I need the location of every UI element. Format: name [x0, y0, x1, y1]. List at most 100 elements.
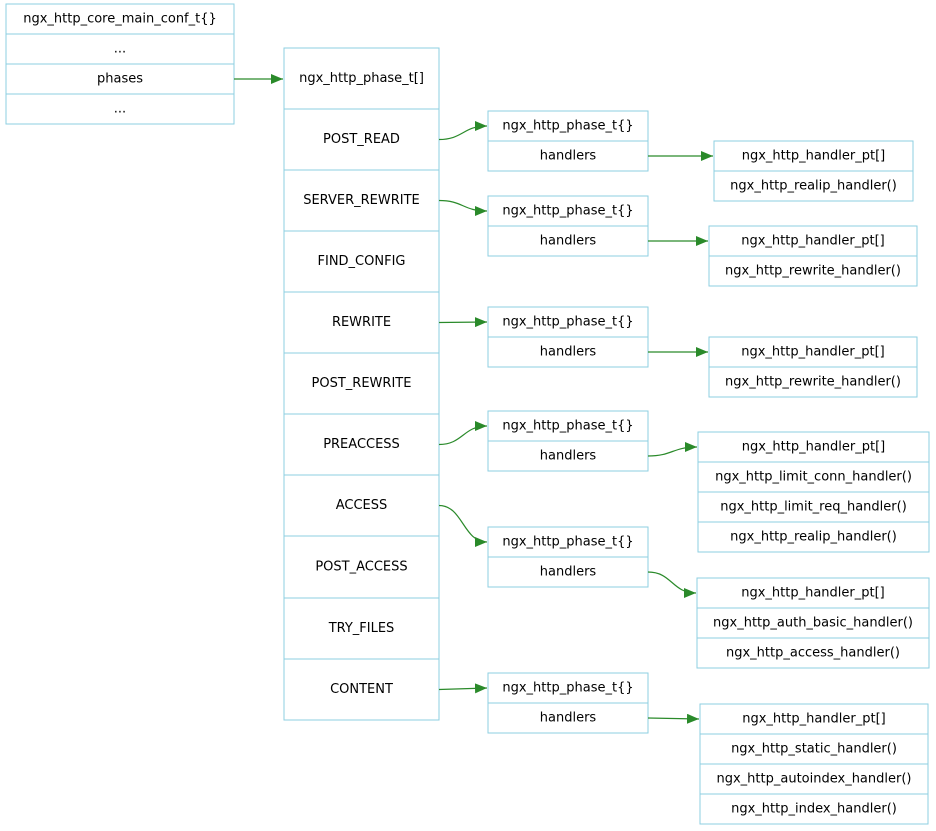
main-conf-record-cell: ... — [5, 33, 235, 65]
handler-array-record: ngx_http_handler_pt[] ngx_http_limit_conn… — [697, 431, 930, 553]
phase-struct-record-cell-label: handlers — [540, 449, 597, 464]
phase-struct-record-cell-label: handlers — [540, 345, 597, 360]
handler-array-record-cell: ngx_http_realip_handler() — [697, 521, 930, 553]
edge-arrow — [438, 683, 488, 694]
phase-struct-record-cell: handlers — [487, 556, 649, 588]
phase-struct-record-cell: handlers — [487, 702, 649, 734]
handler-array-record-cell-label: ngx_http_autoindex_handler() — [717, 772, 912, 787]
phase-struct-record-cell-label: ngx_http_phase_t{} — [502, 204, 633, 219]
phase-array-record-cell: POST_ACCESS — [283, 535, 440, 599]
handler-array-record-cell-label: ngx_http_limit_conn_handler() — [715, 470, 912, 485]
handler-array-record-cell: ngx_http_auth_basic_handler() — [696, 607, 930, 639]
edge-arrow — [647, 571, 697, 598]
phase-struct-record-cell-label: handlers — [540, 234, 597, 249]
phase-struct-record-cell: handlers — [487, 225, 649, 257]
handler-array-record-cell-label: ngx_http_handler_pt[] — [741, 586, 885, 601]
phase-struct-record-cell: ngx_http_phase_t{} — [487, 195, 649, 227]
main-conf-record-cell-label: ... — [114, 102, 126, 117]
main-conf-record-cell: phases — [5, 63, 235, 95]
edge-arrow — [438, 504, 488, 547]
handler-array-record: ngx_http_handler_pt[] ngx_http_auth_basic… — [696, 577, 930, 669]
phase-struct-record: ngx_http_phase_t{} handlers — [487, 526, 649, 588]
edge-arrow — [438, 121, 488, 141]
handler-array-record-cell-label: ngx_http_realip_handler() — [730, 179, 897, 194]
phase-struct-record: ngx_http_phase_t{} handlers — [487, 410, 649, 472]
phase-array-record-cell-label: CONTENT — [330, 682, 393, 697]
phase-struct-record-cell: ngx_http_phase_t{} — [487, 410, 649, 442]
handler-array-record: ngx_http_handler_pt[] ngx_http_static_han… — [699, 703, 929, 825]
handler-array-record-cell: ngx_http_handler_pt[] — [708, 225, 918, 257]
phase-struct-record: ngx_http_phase_t{} handlers — [487, 195, 649, 257]
phase-array-record-cell: PREACCESS — [283, 413, 440, 476]
handler-array-record-cell: ngx_http_limit_conn_handler() — [697, 461, 930, 493]
handler-array-record-cell: ngx_http_handler_pt[] — [697, 431, 930, 463]
handler-array-record-cell-label: ngx_http_static_handler() — [731, 742, 897, 757]
main-conf-record-cell-label: ... — [114, 42, 126, 57]
handler-array-record-cell: ngx_http_autoindex_handler() — [699, 763, 929, 795]
phase-array-record-cell-label: FIND_CONFIG — [318, 254, 406, 269]
handler-array-record-cell-label: ngx_http_handler_pt[] — [742, 440, 886, 455]
phase-struct-record-cell-label: ngx_http_phase_t{} — [502, 535, 633, 550]
phase-array-record-cell: POST_READ — [283, 108, 440, 171]
handler-array-record-cell-label: ngx_http_rewrite_handler() — [725, 264, 901, 279]
phase-struct-record-cell: ngx_http_phase_t{} — [487, 672, 649, 704]
handler-array-record-cell-label: ngx_http_limit_req_handler() — [720, 500, 907, 515]
handler-array-record-cell: ngx_http_handler_pt[] — [696, 577, 930, 609]
handler-array-record-cell: ngx_http_realip_handler() — [713, 170, 914, 202]
phase-struct-record-cell-label: ngx_http_phase_t{} — [502, 681, 633, 696]
edge-arrow — [647, 713, 700, 724]
handler-array-record: ngx_http_handler_pt[] ngx_http_rewrite_ha… — [708, 336, 918, 398]
phase-array-record-cell: CONTENT — [283, 658, 440, 721]
main-conf-record-cell-label: phases — [97, 72, 143, 87]
edge-arrow — [438, 317, 488, 328]
handler-array-record-cell: ngx_http_index_handler() — [699, 793, 929, 825]
main-conf-record-cell: ... — [5, 93, 235, 125]
phase-struct-record-cell-label: handlers — [540, 565, 597, 580]
handler-array-record-cell-label: ngx_http_auth_basic_handler() — [713, 616, 913, 631]
phase-struct-record: ngx_http_phase_t{} handlers — [487, 110, 649, 172]
edge-arrow — [647, 442, 698, 457]
phase-array-record-cell-label: POST_ACCESS — [315, 560, 407, 575]
handler-array-record-cell-label: ngx_http_handler_pt[] — [741, 345, 885, 360]
phase-array-record-cell-label: TRY_FILES — [328, 621, 395, 636]
handler-array-record-cell-label: ngx_http_access_handler() — [726, 646, 900, 661]
phase-struct-record: ngx_http_phase_t{} handlers — [487, 306, 649, 368]
main-conf-record-cell-label: ngx_http_core_main_conf_t{} — [23, 12, 217, 27]
handler-array-record-cell-label: ngx_http_handler_pt[] — [741, 234, 885, 249]
handler-array-record-cell-label: ngx_http_realip_handler() — [730, 530, 897, 545]
handler-array-record-cell: ngx_http_static_handler() — [699, 733, 929, 765]
handler-array-record-cell: ngx_http_handler_pt[] — [708, 336, 918, 368]
phase-array-record-cell: ngx_http_phase_t[] — [283, 47, 440, 110]
phase-array-record-cell: REWRITE — [283, 291, 440, 354]
handler-array-record-cell-label: ngx_http_index_handler() — [731, 802, 897, 817]
phase-array-record-cell: SERVER_REWRITE — [283, 169, 440, 232]
edge-arrow — [438, 199, 488, 216]
phase-array-record-cell-label: POST_READ — [323, 132, 400, 147]
handler-array-record-cell: ngx_http_limit_req_handler() — [697, 491, 930, 523]
phase-struct-record-cell: handlers — [487, 140, 649, 172]
phase-struct-record-cell-label: handlers — [540, 711, 597, 726]
phase-struct-record-cell-label: handlers — [540, 149, 597, 164]
handler-array-record-cell: ngx_http_rewrite_handler() — [708, 366, 918, 398]
phase-array-record-cell-label: SERVER_REWRITE — [303, 193, 420, 208]
phase-struct-record: ngx_http_phase_t{} handlers — [487, 672, 649, 734]
phase-struct-record-cell: ngx_http_phase_t{} — [487, 526, 649, 558]
phase-array-record-cell: ACCESS — [283, 474, 440, 537]
handler-array-record-cell: ngx_http_handler_pt[] — [699, 703, 929, 735]
phase-array-record-cell-label: PREACCESS — [323, 437, 400, 452]
handler-array-record-cell: ngx_http_rewrite_handler() — [708, 255, 918, 287]
phase-struct-record-cell-label: ngx_http_phase_t{} — [502, 419, 633, 434]
phase-struct-record-cell-label: ngx_http_phase_t{} — [502, 315, 633, 330]
handler-array-record: ngx_http_handler_pt[]ngx_http_realip_han… — [713, 140, 914, 202]
phase-struct-record-cell: ngx_http_phase_t{} — [487, 110, 649, 142]
handler-array-record: ngx_http_handler_pt[] ngx_http_rewrite_ha… — [708, 225, 918, 287]
phase-array-record: ngx_http_phase_t[] POST_READ SERVER_REWRIT… — [283, 47, 440, 721]
phase-struct-record-cell: handlers — [487, 336, 649, 368]
handler-array-record-cell: ngx_http_access_handler() — [696, 637, 930, 669]
edge-arrow — [438, 421, 488, 446]
phase-array-record-cell: TRY_FILES — [283, 597, 440, 660]
handler-array-record-cell-label: ngx_http_handler_pt[] — [742, 712, 886, 727]
phase-array-record-cell-label: ACCESS — [336, 498, 388, 513]
main-conf-record-cell: ngx_http_core_main_conf_t{} — [5, 3, 235, 35]
